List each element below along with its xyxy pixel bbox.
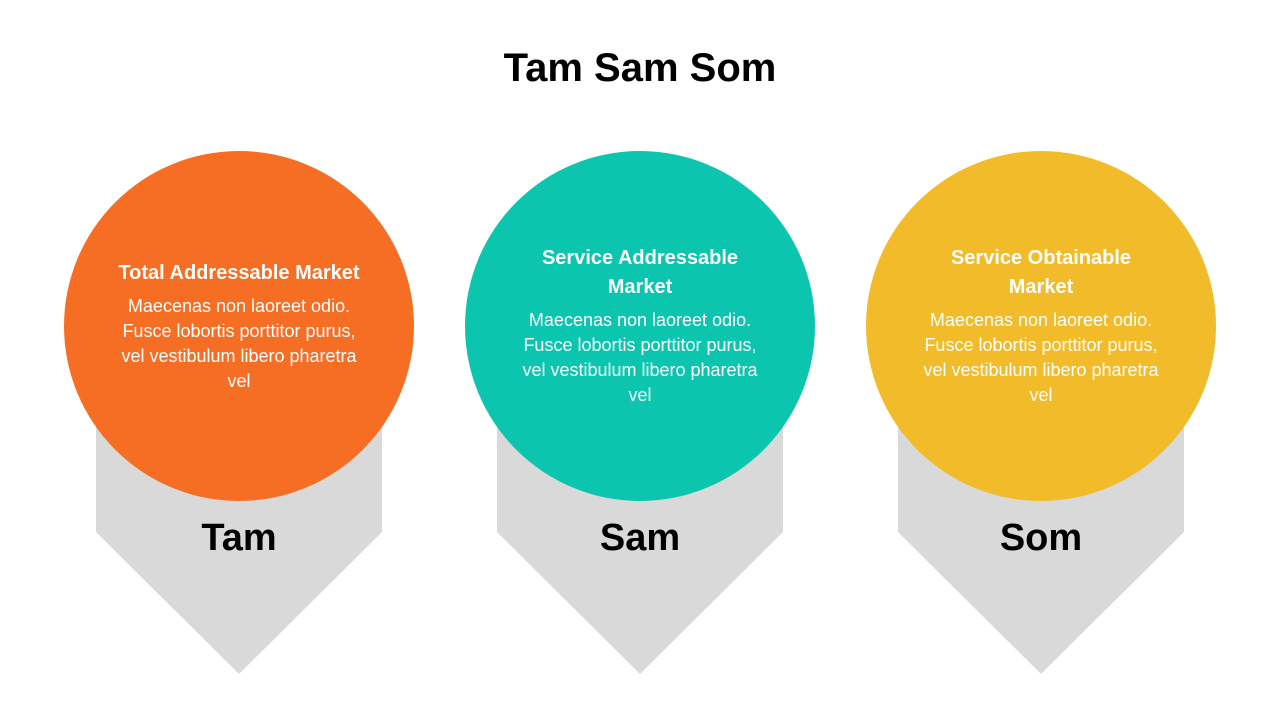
- slide-title: Tam Sam Som: [503, 46, 777, 90]
- som-body: Maecenas non laoreet odio. Fusce loborti…: [923, 310, 1159, 405]
- sam-heading: Service Addressable Market: [541, 247, 739, 298]
- tam-item: Total Addressable Market Maecenas non la…: [64, 151, 414, 681]
- som-heading: Service Obtainable Market: [950, 247, 1132, 298]
- sam-body: Maecenas non laoreet odio. Fusce loborti…: [522, 310, 758, 405]
- sam-label: Sam: [599, 517, 681, 559]
- som-item: Service Obtainable Market Maecenas non l…: [866, 151, 1216, 681]
- tam-heading: Total Addressable Market: [118, 261, 360, 284]
- sam-item: Service Addressable Market Maecenas non …: [465, 151, 815, 681]
- tam-circle: Total Addressable Market Maecenas non la…: [64, 151, 414, 501]
- som-circle: Service Obtainable Market Maecenas non l…: [866, 151, 1216, 501]
- sam-circle: Service Addressable Market Maecenas non …: [465, 151, 815, 501]
- som-label: Som: [999, 517, 1083, 559]
- tam-body: Maecenas non laoreet odio. Fusce loborti…: [121, 295, 357, 391]
- tam-label: Tam: [201, 517, 277, 559]
